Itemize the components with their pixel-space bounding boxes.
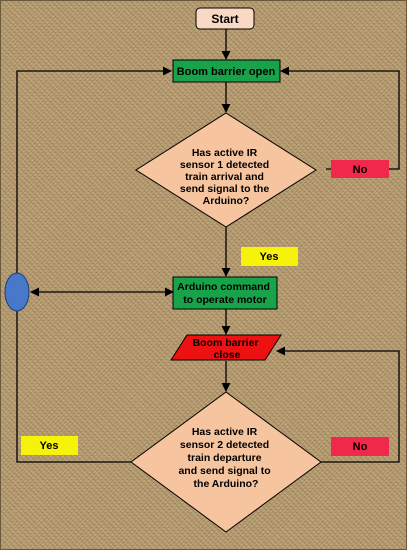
decision1-line-4: send signal to the — [180, 183, 269, 195]
decision1-node — [135, 112, 317, 228]
boom-open-node — [172, 59, 281, 83]
arduino-command-node — [172, 276, 278, 310]
boom-close-line-1: Boom barrier — [193, 337, 259, 349]
decision1-line-5: Arduino? — [203, 195, 250, 207]
edge-yes2-to-connector — [16, 311, 131, 463]
arduino-command-text: Arduino command to operate motor — [177, 281, 273, 306]
start-label: Start — [211, 12, 238, 26]
no2-label: No — [353, 441, 368, 453]
boom-close-node — [170, 334, 282, 361]
yes2-label: Yes — [40, 440, 59, 452]
decision2-line-1: Has active IR — [192, 426, 258, 438]
arduino-command-line-1: Arduino command — [177, 281, 270, 293]
boom-open-label: Boom barrier open — [177, 66, 276, 78]
decision1-line-2: sensor 1 detected — [180, 159, 269, 171]
decision2-line-5: the Arduino? — [194, 478, 259, 490]
decision2-line-4: and send signal to — [178, 465, 270, 477]
decision2-node — [130, 391, 322, 533]
yes2-badge — [21, 436, 78, 455]
connector-circle — [4, 272, 30, 312]
arduino-command-line-2: to operate motor — [183, 294, 266, 306]
decision1-line-3: train arrival and — [185, 171, 264, 183]
edge-connector-to-boom-open — [16, 66, 172, 273]
decision2-line-3: train departure — [187, 452, 261, 464]
decision1-line-1: Has active IR — [192, 147, 258, 159]
no1-label: No — [353, 164, 368, 176]
yes1-badge — [241, 247, 298, 266]
decision2-text: Has active IR sensor 2 detected train de… — [178, 426, 273, 490]
boom-close-text: Boom barrier close — [193, 337, 262, 361]
start-node — [195, 7, 255, 30]
decision1-text: Has active IR sensor 1 detected train ar… — [180, 147, 272, 207]
boom-close-line-2: close — [214, 349, 241, 361]
edge-no1-loop — [280, 66, 400, 170]
no2-badge — [331, 437, 389, 456]
yes1-label: Yes — [260, 251, 279, 263]
no1-badge — [331, 160, 389, 178]
decision2-line-2: sensor 2 detected — [180, 439, 269, 451]
edge-no2-loop — [276, 346, 400, 463]
